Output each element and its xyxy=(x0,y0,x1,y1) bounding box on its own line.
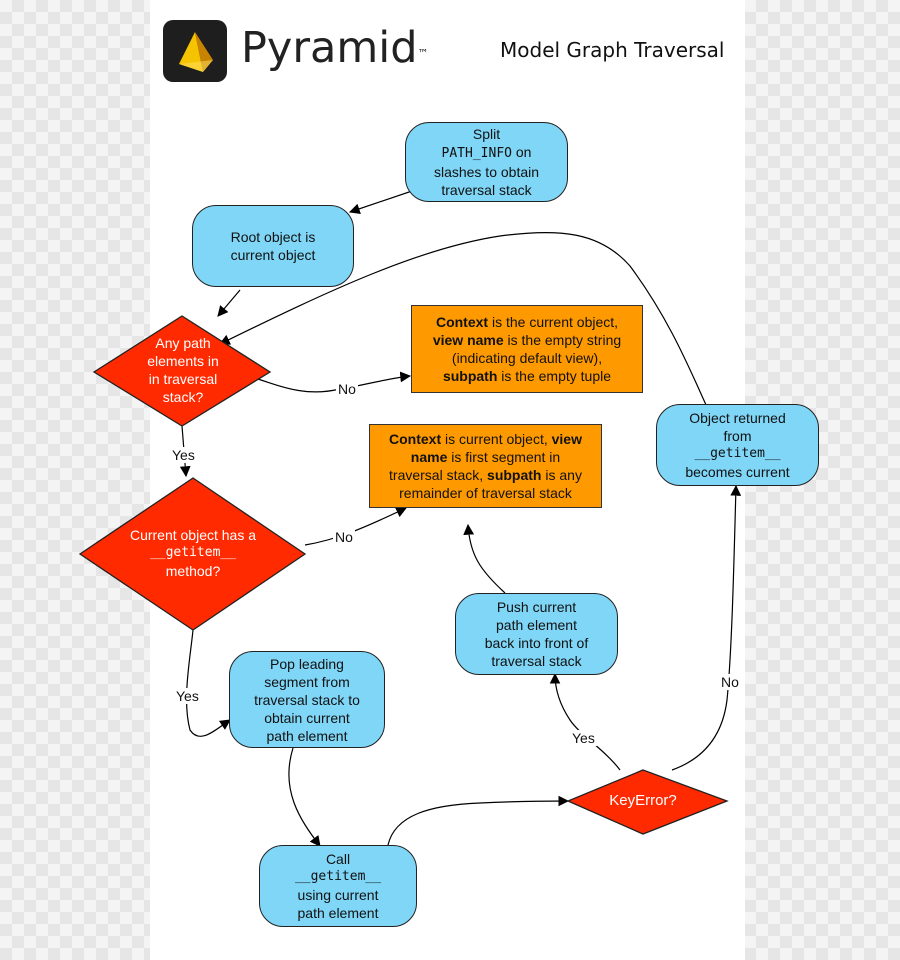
ctx-first-term-view: view xyxy=(551,431,582,447)
call-getitem-code: __getitem__ xyxy=(294,869,382,884)
has-getitem-text: Current object has a __getitem__ method? xyxy=(108,520,278,586)
header xyxy=(150,0,745,98)
node-call-getitem: Call __getitem__ using current path elem… xyxy=(259,845,417,927)
ctx-empty-line-1-rest: is the current object, xyxy=(488,314,619,330)
edge-pop-call xyxy=(288,747,321,847)
has-getitem-code: __getitem__ xyxy=(149,545,237,560)
ctx-first-line-4: remainder of traversal stack xyxy=(399,485,572,501)
push-line-4: traversal stack xyxy=(491,653,582,669)
split-line-2: PATH_INFO on xyxy=(442,143,532,163)
pop-line-3: traversal stack to xyxy=(254,691,360,708)
ctx-empty-line-2: view name is the empty string xyxy=(433,331,621,349)
edge-label-yes-getitem: Yes xyxy=(174,688,201,704)
edge-split-root xyxy=(348,189,416,214)
path-info-code: PATH_INFO xyxy=(441,146,512,161)
pop-line-2: segment from xyxy=(264,673,350,690)
pop-line-5: path element xyxy=(266,727,348,744)
obj-returned-line-2: from xyxy=(723,428,752,444)
ctx-first-line-3: traversal stack, subpath is any xyxy=(389,466,582,484)
call-line-1: Call xyxy=(325,851,351,867)
decision-keyerror xyxy=(566,769,729,835)
any-path-line-1: Any path xyxy=(155,335,211,351)
ctx-empty-line-1: Context is the current object, xyxy=(436,313,618,331)
edge-hasgetitem-contextfirst xyxy=(304,507,407,546)
edge-call-keyerror xyxy=(387,795,570,846)
push-line-2: path element xyxy=(496,617,577,633)
diagram-subtitle: Model Graph Traversal xyxy=(500,38,725,62)
split-line-3: slashes to obtain xyxy=(433,164,540,180)
ctx-first-line-1: Context is current object, view xyxy=(389,430,582,448)
ctx-first-term-name: name xyxy=(410,449,448,465)
ctx-empty-term-context: Context xyxy=(435,314,489,330)
ctx-first-line-3-start: traversal stack, xyxy=(389,467,488,483)
obj-returned-line-1: Object returned xyxy=(689,410,786,426)
ctx-first-line-2-rest: is first segment in xyxy=(447,449,561,465)
node-object-returned: Object returned from __getitem__ becomes… xyxy=(656,404,819,486)
node-context-default: Context is the current object, view name… xyxy=(411,305,643,393)
any-path-line-3: in traversal xyxy=(148,371,218,387)
edge-label-no-anypath: No xyxy=(336,381,358,397)
call-line-3: using current xyxy=(297,887,379,903)
edge-label-yes-anypath: Yes xyxy=(170,447,197,463)
edge-label-no-getitem: No xyxy=(333,529,355,545)
has-getitem-line-1: Current object has a xyxy=(129,527,257,543)
obj-returned-getitem-code: __getitem__ xyxy=(694,446,781,461)
ctx-empty-line-3: (indicating default view), xyxy=(451,350,603,366)
node-split-path-info: Split PATH_INFO on slashes to obtain tra… xyxy=(405,122,568,202)
keyerror-text: KeyError? xyxy=(588,790,698,812)
ctx-empty-line-4: subpath is the empty tuple xyxy=(443,367,611,385)
edge-label-yes-keyerror: Yes xyxy=(570,730,597,746)
edge-label-no-keyerror: No xyxy=(719,674,741,690)
ctx-empty-term-subpath: subpath xyxy=(442,368,498,384)
any-path-line-2: elements in xyxy=(147,353,219,369)
node-pop-leading: Pop leading segment from traversal stack… xyxy=(229,651,385,748)
trademark: ™ xyxy=(417,47,429,60)
edge-push-contextfirst xyxy=(463,523,506,594)
brand-name: Pyramid xyxy=(241,23,418,73)
decision-has-getitem xyxy=(78,477,307,631)
root-line-2: current object xyxy=(230,247,316,263)
ctx-first-term-context: Context xyxy=(389,431,442,447)
split-line-1: Split xyxy=(472,126,501,142)
ctx-first-line-3-rest: is any xyxy=(541,467,582,483)
ctx-empty-line-4-rest: is the empty tuple xyxy=(497,368,612,384)
ctx-empty-term-view-name: view name xyxy=(432,332,504,348)
split-line-2-suffix: on xyxy=(511,144,532,160)
pop-line-4: obtain current xyxy=(264,709,350,726)
decision-any-path xyxy=(92,315,272,427)
any-path-text: Any path elements in in traversal stack? xyxy=(118,330,248,410)
edge-objreturned-anypath xyxy=(219,231,708,408)
push-line-3: back into front of xyxy=(484,635,589,651)
root-line-1: Root object is xyxy=(230,229,316,245)
ctx-empty-line-2-rest: is the empty string xyxy=(503,332,622,348)
ctx-first-line-2: name is first segment in xyxy=(411,448,560,466)
edge-hasgetitem-pop xyxy=(185,629,231,737)
edge-keyerror-objreturned xyxy=(671,484,742,771)
obj-returned-line-4: becomes current xyxy=(685,464,790,480)
node-push-back: Push current path element back into fron… xyxy=(455,593,618,675)
edge-anypath-context xyxy=(254,371,412,393)
push-line-1: Push current xyxy=(496,599,577,615)
pyramid-logo xyxy=(163,20,227,82)
node-root-object: Root object is current object xyxy=(192,205,354,287)
node-context-first-segment: Context is current object, view name is … xyxy=(369,424,602,508)
any-path-line-4: stack? xyxy=(162,389,204,405)
has-getitem-line-3: method? xyxy=(165,563,221,579)
brand-title: Pyramid™ xyxy=(241,22,429,74)
ctx-first-line-1-rest: is current object, xyxy=(441,431,552,447)
edge-keyerror-push xyxy=(549,672,621,771)
edge-root-anypath xyxy=(217,289,241,317)
keyerror-label: KeyError? xyxy=(609,792,677,809)
split-line-4: traversal stack xyxy=(441,182,532,198)
ctx-first-term-subpath: subpath xyxy=(487,467,542,483)
call-line-4: path element xyxy=(297,905,379,921)
pop-line-1: Pop leading xyxy=(270,655,344,672)
